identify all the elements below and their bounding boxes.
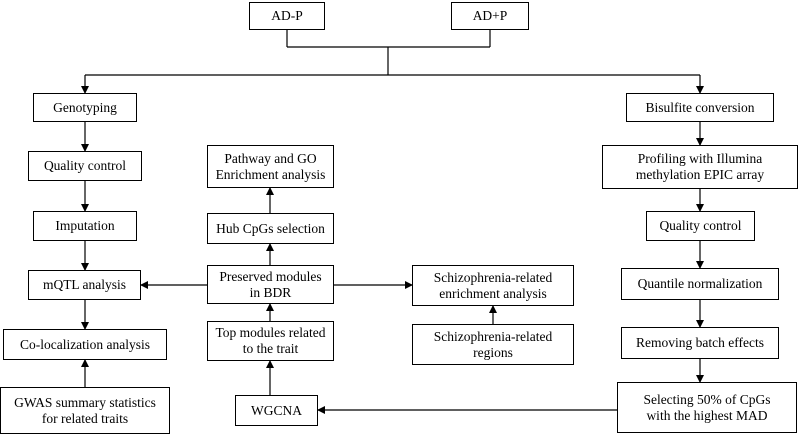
node-selecting-cpgs: Selecting 50% of CpGs with the highest M… (617, 382, 797, 433)
node-gwas-summary: GWAS summary statistics for related trai… (0, 387, 170, 434)
node-colocalization-label: Co-localization analysis (19, 336, 151, 352)
node-mqtl-analysis-label: mQTL analysis (42, 277, 127, 292)
node-profiling-line1: Profiling with Illumina (637, 151, 763, 166)
node-genotyping-label: Genotyping (53, 99, 117, 115)
node-batch-effects: Removing batch effects (621, 327, 779, 359)
node-bisulfite-label: Bisulfite conversion (645, 99, 755, 115)
node-scz-regions-line1: Schizophrenia-related (433, 328, 553, 344)
node-ad-plus-p: AD+P (451, 2, 529, 30)
node-quantile: Quantile normalization (621, 268, 779, 300)
node-pathway-go: Pathway and GO Enrichment analysis (207, 145, 334, 188)
node-batch-effects-label: Removing batch effects (636, 335, 764, 350)
node-top-modules-line2: to the trait (242, 341, 299, 356)
node-scz-regions-line2: regions (473, 344, 513, 360)
node-scz-enrichment-line2: enrichment analysis (439, 285, 547, 301)
node-colocalization: Co-localization analysis (3, 329, 167, 360)
node-ad-plus-p-label: AD+P (472, 8, 508, 23)
node-bisulfite: Bisulfite conversion (626, 93, 774, 122)
node-pathway-go-line1: Pathway and GO (224, 150, 317, 166)
node-pathway-go-line2: Enrichment analysis (215, 166, 326, 182)
node-selecting-cpgs-line2: with the highest MAD (646, 407, 768, 423)
node-gwas-summary-line2: for related traits (41, 410, 129, 426)
node-preserved-modules-line1: Preserved modules (219, 268, 322, 284)
node-preserved-modules-line2: in BDR (249, 284, 292, 300)
node-hub-cpgs: Hub CpGs selection (207, 213, 334, 244)
node-hub-cpgs-label: Hub CpGs selection (216, 220, 325, 236)
node-quality-control-right-label: Quality control (659, 218, 742, 233)
node-profiling-line2: methylation EPIC array (635, 167, 765, 182)
node-wgcna-label: WGCNA (251, 402, 302, 418)
node-scz-enrichment: Schizophrenia-related enrichment analysi… (412, 265, 574, 306)
node-imputation-label: Imputation (55, 218, 115, 233)
node-genotyping: Genotyping (33, 93, 137, 122)
node-gwas-summary-line1: GWAS summary statistics (14, 394, 156, 410)
node-quantile-label: Quantile normalization (637, 276, 763, 291)
node-selecting-cpgs-line1: Selecting 50% of CpGs (643, 391, 771, 407)
node-wgcna: WGCNA (235, 395, 318, 426)
node-mqtl-analysis: mQTL analysis (28, 270, 141, 300)
node-ad-minus-p-label: AD-P (271, 8, 303, 23)
node-preserved-modules: Preserved modules in BDR (207, 265, 334, 304)
node-scz-enrichment-line1: Schizophrenia-related (433, 269, 553, 285)
node-profiling: Profiling with Illumina methylation EPIC… (602, 145, 798, 189)
node-quality-control-left: Quality control (28, 151, 142, 181)
node-top-modules-line1: Top modules related (215, 325, 326, 340)
node-quality-control-right: Quality control (646, 211, 755, 241)
node-top-modules: Top modules related to the trait (207, 321, 334, 361)
node-imputation: Imputation (33, 211, 137, 241)
node-quality-control-left-label: Quality control (43, 158, 127, 173)
node-ad-minus-p: AD-P (249, 2, 325, 30)
node-scz-regions: Schizophrenia-related regions (412, 324, 574, 365)
